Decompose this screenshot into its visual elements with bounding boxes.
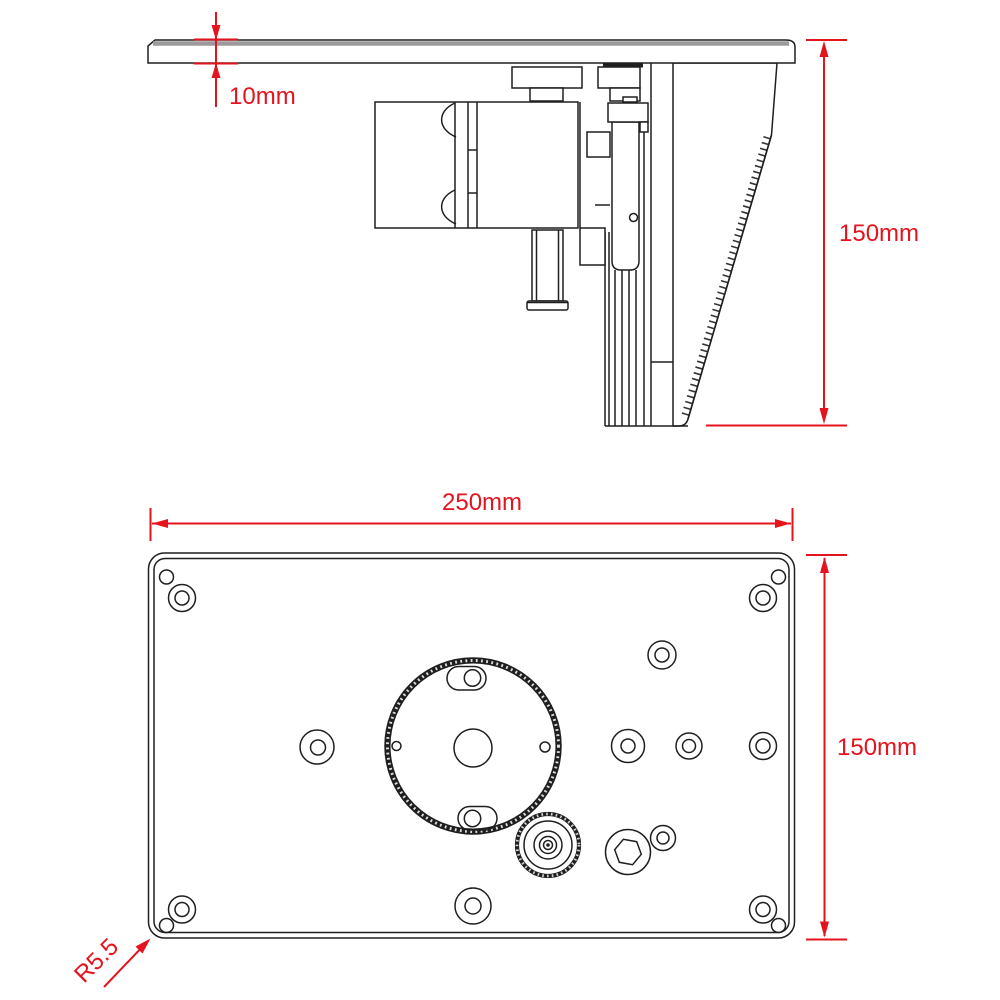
hole-mid-right-b bbox=[675, 732, 703, 760]
lift-column bbox=[604, 121, 688, 427]
arrow-left-icon bbox=[152, 519, 168, 528]
table-plate-side bbox=[147, 39, 796, 64]
side-view: 10mm 150mm bbox=[147, 12, 919, 427]
arrow-down-icon bbox=[819, 408, 829, 424]
hole-mid-right-a bbox=[610, 728, 646, 764]
dim-corner-radius: R5.5 bbox=[69, 933, 151, 988]
mount-slot-top bbox=[446, 665, 487, 691]
arrow-right-icon bbox=[775, 519, 791, 528]
hatched-edge bbox=[680, 136, 771, 419]
bottom-view: 250mm bbox=[69, 489, 917, 988]
dim-plate-width: 250mm bbox=[149, 489, 794, 541]
mount-clamp bbox=[511, 63, 649, 133]
plate-width-label: 250mm bbox=[442, 489, 522, 516]
corner-mount-hole-bottom-left bbox=[158, 895, 197, 934]
plate-height-label: 150mm bbox=[837, 734, 917, 761]
hole-right-edge bbox=[748, 731, 778, 761]
spring-clip-top bbox=[440, 102, 457, 138]
lift-screw-housing bbox=[611, 121, 640, 271]
corner-mount-hole-top-left bbox=[158, 569, 197, 613]
hex-socket-screw bbox=[604, 828, 652, 876]
router-motor bbox=[374, 101, 611, 266]
corner-radius-label: R5.5 bbox=[69, 933, 124, 988]
spindle-shaft bbox=[526, 229, 569, 311]
dim-plate-thickness: 10mm bbox=[194, 12, 296, 110]
router-base-circle bbox=[384, 657, 562, 835]
arrow-up-right-icon bbox=[135, 938, 151, 954]
arrow-down-icon bbox=[211, 25, 221, 40]
spring-clip-bottom bbox=[440, 189, 457, 225]
arrow-down-icon bbox=[820, 921, 829, 938]
dim-side-height: 150mm bbox=[706, 39, 919, 427]
hole-bottom-center bbox=[454, 887, 492, 925]
corner-mount-hole-top-right bbox=[748, 569, 787, 613]
dim-plate-height: 150mm bbox=[806, 554, 917, 941]
arrow-up-icon bbox=[820, 557, 829, 573]
bearing-pulley bbox=[514, 811, 582, 879]
arrow-up-icon bbox=[819, 41, 829, 57]
hole-left bbox=[299, 729, 335, 765]
support-wedge bbox=[650, 62, 778, 427]
corner-mount-hole-bottom-right bbox=[748, 895, 787, 934]
side-height-label: 150mm bbox=[839, 220, 919, 247]
mount-slot-bottom bbox=[457, 805, 498, 831]
hole-beside-hex bbox=[649, 824, 677, 852]
hole-upper-right bbox=[647, 640, 677, 670]
center-bit-hole bbox=[453, 728, 493, 768]
plate-thickness-label: 10mm bbox=[229, 83, 296, 110]
insert-plate-bottom bbox=[147, 552, 796, 939]
arrow-up-icon bbox=[211, 63, 221, 78]
hexagon-icon bbox=[613, 838, 643, 866]
